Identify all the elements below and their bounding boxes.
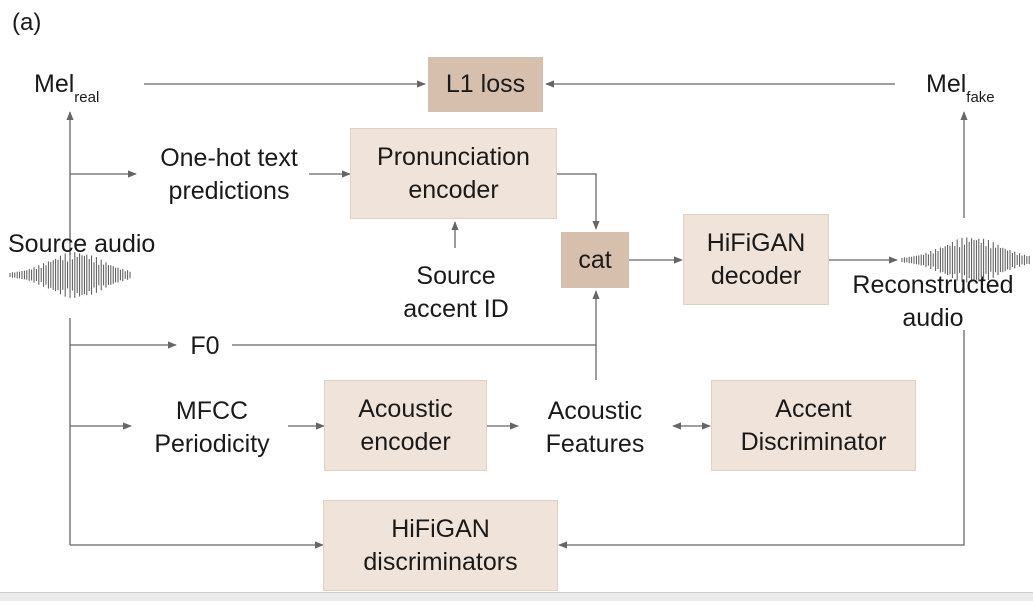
mel-fake-label: Melfake [926, 70, 995, 106]
hifigan-decoder-box: HiFiGAN decoder [683, 214, 829, 305]
mel-real-label: Melreal [34, 70, 100, 106]
acoustic-encoder-box: Acoustic encoder [324, 380, 487, 471]
mfcc-periodicity-label: MFCC Periodicity [154, 397, 270, 458]
bottom-scroll-strip [0, 592, 1033, 601]
accent-discriminator-box: Accent Discriminator [711, 380, 916, 471]
panel-label: (a) [12, 9, 42, 36]
f0-label: F0 [190, 332, 220, 360]
reconstructed-waveform [901, 237, 1030, 283]
source-waveform [9, 252, 131, 298]
reconstructed-audio-label: Reconstructed audio [852, 271, 1014, 332]
source-accent-id-label: Source accent ID [403, 262, 509, 323]
edge-audio-to-discriminators [558, 330, 965, 549]
one-hot-label: One-hot text predictions [160, 144, 298, 205]
edge-pronenc-to-cat [557, 173, 600, 230]
waveforms [9, 237, 1030, 298]
acoustic-features-label: Acoustic Features [545, 397, 645, 458]
source-audio-label: Source audio [8, 230, 156, 258]
l1-loss-box: L1 loss [428, 57, 543, 112]
pronunciation-encoder-box: Pronunciation encoder [350, 128, 557, 219]
cat-box: cat [561, 232, 629, 288]
hifigan-discriminators-box: HiFiGAN discriminators [323, 500, 558, 591]
